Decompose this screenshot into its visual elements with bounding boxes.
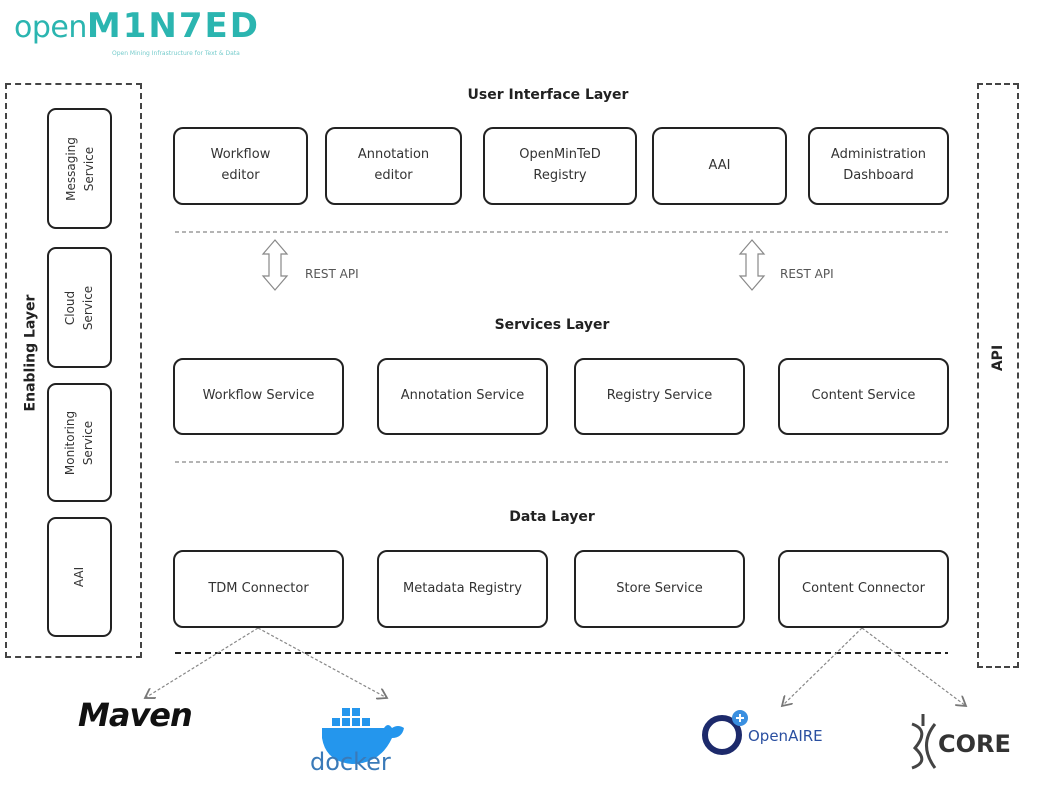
monitoring-service[interactable]: Monitoring Service xyxy=(47,383,112,502)
rest-api-label-left: REST API xyxy=(305,267,359,281)
docker-logo: docker xyxy=(310,748,391,776)
registry-service[interactable]: Registry Service xyxy=(574,358,745,435)
rest-arrow-icon xyxy=(261,239,766,291)
services-layer-title: Services Layer xyxy=(494,317,610,333)
api-label: API xyxy=(990,344,1007,372)
aai-ui[interactable]: AAI xyxy=(652,127,787,205)
arrow-to-docker xyxy=(257,627,387,698)
store-service[interactable]: Store Service xyxy=(574,550,745,628)
content-service[interactable]: Content Service xyxy=(778,358,949,435)
tdm-connector[interactable]: TDM Connector xyxy=(173,550,344,628)
messaging-service-label: Messaging Service xyxy=(63,136,96,201)
logo-open: open xyxy=(14,10,87,45)
data-layer-title: Data Layer xyxy=(509,509,595,525)
aai-enabling[interactable]: AAI xyxy=(47,517,112,637)
arrow-to-openaire xyxy=(782,627,863,706)
cloud-service-label: Cloud Service xyxy=(63,285,96,330)
workflow-editor[interactable]: Workflow editor xyxy=(173,127,308,205)
arrow-to-maven xyxy=(145,627,259,698)
openminted-logo: openM1N7ED xyxy=(14,6,260,46)
enabling-layer xyxy=(5,83,142,658)
logo-tagline: Open Mining Infrastructure for Text & Da… xyxy=(112,50,240,57)
openminted-registry[interactable]: OpenMinTeD Registry xyxy=(483,127,637,205)
maven-logo: Maven xyxy=(78,696,193,734)
metadata-registry[interactable]: Metadata Registry xyxy=(377,550,548,628)
openaire-ring-icon xyxy=(702,710,748,755)
ui-layer-title: User Interface Layer xyxy=(467,87,629,103)
annotation-editor[interactable]: Annotation editor xyxy=(325,127,462,205)
monitoring-service-label: Monitoring Service xyxy=(63,410,96,475)
arrow-to-core xyxy=(861,627,966,706)
administration-dashboard[interactable]: Administration Dashboard xyxy=(808,127,949,205)
content-connector[interactable]: Content Connector xyxy=(778,550,949,628)
messaging-service[interactable]: Messaging Service xyxy=(47,108,112,229)
cloud-service[interactable]: Cloud Service xyxy=(47,247,112,368)
core-logo: CORE xyxy=(938,730,1011,758)
api-layer xyxy=(977,83,1019,668)
annotation-service[interactable]: Annotation Service xyxy=(377,358,548,435)
aai-enabling-label: AAI xyxy=(72,566,87,588)
rest-api-label-right: REST API xyxy=(780,267,834,281)
docker-whale-icon xyxy=(322,708,404,764)
logo-minted: M1N7ED xyxy=(86,6,260,46)
enabling-layer-label: Enabling Layer xyxy=(22,294,39,412)
workflow-service[interactable]: Workflow Service xyxy=(173,358,344,435)
core-apple-icon xyxy=(911,714,937,770)
openaire-logo: OpenAIRE xyxy=(748,727,823,745)
